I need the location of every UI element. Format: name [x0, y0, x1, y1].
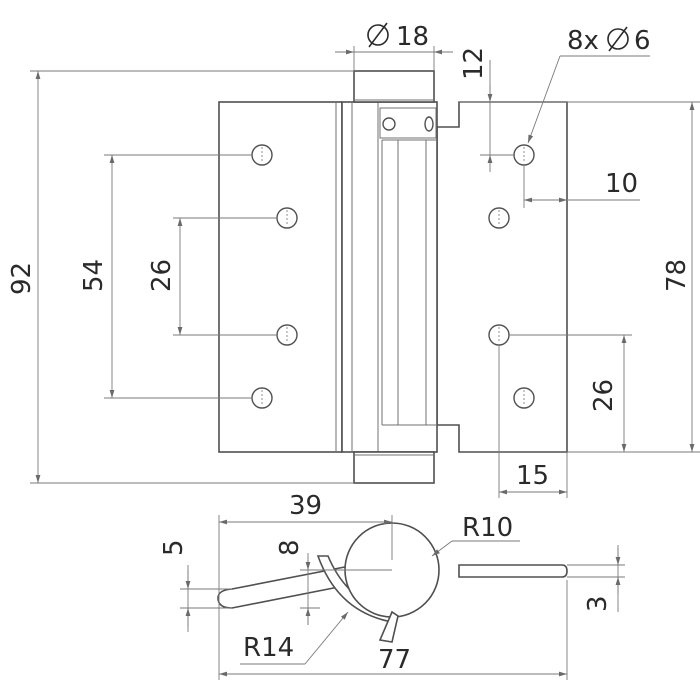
total-width-value: 77 — [378, 645, 411, 675]
hole-right-1 — [513, 144, 535, 166]
bottom-cap — [353, 451, 435, 484]
hole-left-1 — [251, 144, 273, 166]
right-leaf — [436, 101, 568, 453]
left-leaf — [218, 101, 343, 453]
knuckle-radius-value: R10 — [462, 513, 513, 543]
dimension-total-width: 77 — [219, 580, 568, 680]
hole-right-3 — [488, 324, 510, 346]
hole-diameter-value: 6 — [634, 26, 651, 56]
diameter-symbol — [367, 22, 389, 48]
dimension-pin-offset: 8 — [275, 539, 392, 625]
leaf-offset-value: 5 — [159, 539, 189, 556]
dimension-leaf-height: 78 — [567, 102, 700, 453]
diameter-symbol-holes — [607, 26, 629, 52]
dimension-hole-inset: 15 — [498, 345, 568, 498]
hole-left-2 — [276, 207, 298, 229]
hole-left-4 — [251, 387, 273, 409]
hole-left-3 — [276, 324, 298, 346]
total-height-value: 92 — [7, 262, 37, 295]
pin-diameter-value: 18 — [396, 22, 429, 52]
dimension-leaf-offset: 5 — [159, 539, 232, 632]
top-tab — [378, 610, 399, 643]
pin-offset-value: 8 — [275, 539, 305, 556]
outer-hole-span-value: 54 — [79, 259, 109, 292]
bend-radius-value: R14 — [243, 633, 294, 663]
dimension-inner-hole-span: 26 — [147, 217, 277, 336]
hole-count: 8x — [567, 26, 599, 56]
leaf-height-value: 78 — [662, 259, 692, 292]
dimension-half-width: 39 — [218, 491, 393, 680]
dimension-pin-diameter: 18 — [335, 22, 453, 71]
dimension-total-height: 92 — [7, 70, 354, 484]
hinge-barrel — [341, 101, 438, 453]
dimension-edge-offset: 10 — [523, 165, 640, 208]
lower-hole-span-value: 26 — [589, 379, 619, 412]
dimension-knuckle-radius: R10 — [431, 513, 520, 557]
half-width-value: 39 — [289, 491, 322, 521]
front-view — [218, 70, 568, 484]
top-cap — [353, 70, 435, 103]
top-offset-value: 12 — [459, 47, 489, 80]
inner-hole-span-value: 26 — [147, 259, 177, 292]
hole-right-2 — [488, 207, 510, 229]
hole-right-4 — [513, 387, 535, 409]
dimension-hole-callout: 8x 6 — [527, 26, 651, 144]
edge-offset-value: 10 — [605, 169, 638, 199]
dimension-lower-hole-span: 26 — [509, 334, 632, 453]
dimension-top-offset: 12 — [459, 47, 700, 172]
top-right-leaf — [458, 564, 568, 578]
dimension-bend-radius: R14 — [240, 611, 349, 665]
leaf-thickness-value: 3 — [583, 595, 613, 612]
hole-inset-value: 15 — [516, 461, 549, 491]
dimension-leaf-thickness: 3 — [567, 545, 625, 612]
dimension-outer-hole-span: 54 — [79, 154, 252, 399]
